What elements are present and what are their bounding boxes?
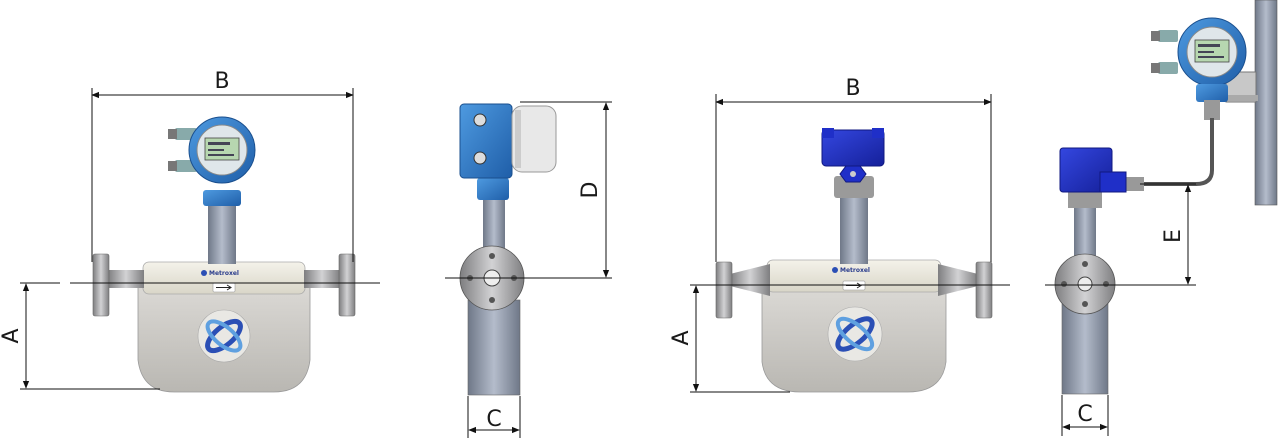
remote-transmitter [1151,17,1247,120]
dimension-b-label: B [214,69,229,94]
dimension-b-remote-label: B [845,76,860,101]
metroxel-logo-icon [197,309,251,363]
transmitter-neck [208,200,236,264]
side-view-integral: D C [445,101,612,438]
dimension-a-label: A [0,328,24,343]
flange-left-remote [715,261,733,319]
transmitter-head [168,116,256,184]
brand-label-remote: Metroxel [832,267,870,274]
dimension-c-remote-label: C [1077,402,1092,427]
side-view-remote: E C [1045,0,1278,436]
sensor-body-side [467,299,521,396]
metroxel-logo-icon-remote [827,306,883,362]
dimension-a-remote-label: A [669,330,694,345]
flange-left [92,253,110,317]
dimension-d-label: D [578,182,603,199]
process-pipe-left [108,270,144,288]
brand-name-remote: Metroxel [840,267,870,274]
process-pipe-right [304,270,340,288]
flange-right [338,253,356,317]
remote-cable [1140,118,1214,186]
flange-right-remote [975,261,993,319]
front-view-remote: Metroxel B A [669,76,1010,393]
brand-name: Metroxel [209,270,239,277]
brand-label: Metroxel [201,270,239,277]
junction-box [821,128,885,183]
junction-box-side [1059,147,1113,193]
dimension-e-label: E [1161,229,1186,243]
transmitter-side-housing [459,103,513,179]
front-view-integral: Metroxel B [0,69,380,393]
mounting-pipe [1254,0,1278,206]
dimension-c-label: C [486,407,501,432]
